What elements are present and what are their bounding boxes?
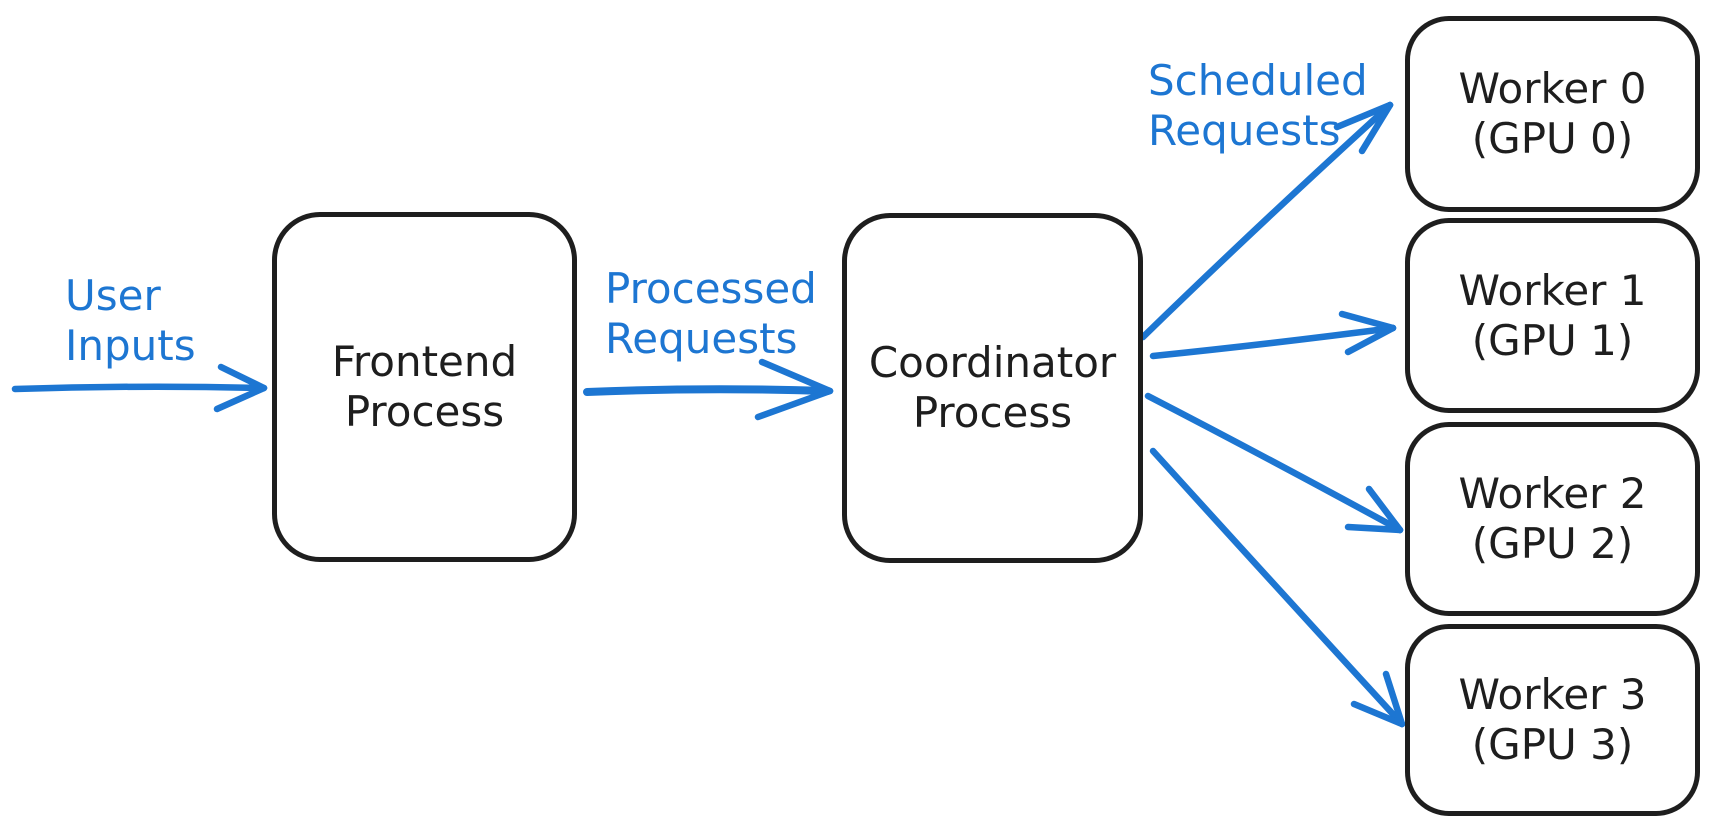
- scheduled-requests-label-line2: Requests: [1148, 106, 1341, 155]
- frontend-process-node: Frontend Process: [272, 212, 577, 562]
- worker-3-label-line1: Worker 3: [1458, 670, 1647, 719]
- worker-2-label-line1: Worker 2: [1458, 469, 1647, 518]
- scheduled-requests-arrow-worker0: [1139, 101, 1394, 341]
- worker-2-label-line2: (GPU 2): [1471, 519, 1634, 568]
- scheduled-requests-arrow-worker3: [1149, 447, 1406, 728]
- frontend-process-label-line2: Process: [344, 387, 505, 436]
- user-inputs-label-line1: User: [65, 271, 161, 320]
- scheduled-requests-label-line1: Scheduled: [1148, 56, 1368, 105]
- processed-requests-arrow: [583, 358, 834, 421]
- frontend-process-label-line1: Frontend: [331, 337, 518, 386]
- coordinator-process-label-line1: Coordinator: [868, 338, 1117, 387]
- worker-1-node: Worker 1 (GPU 1): [1405, 218, 1700, 413]
- worker-0-node: Worker 0 (GPU 0): [1405, 16, 1700, 212]
- scheduled-requests-arrow-worker1: [1149, 310, 1397, 360]
- worker-0-label-line1: Worker 0: [1458, 64, 1647, 113]
- worker-3-label-line2: (GPU 3): [1471, 720, 1634, 769]
- worker-1-label-line2: (GPU 1): [1471, 315, 1634, 365]
- scheduled-requests-arrow-worker2: [1144, 392, 1404, 534]
- worker-0-label-line2: (GPU 0): [1471, 114, 1634, 163]
- user-inputs-arrow: [11, 363, 268, 413]
- worker-1-label-line1: Worker 1: [1458, 265, 1647, 315]
- coordinator-process-node: Coordinator Process: [842, 213, 1143, 563]
- processed-requests-label-line1: Processed: [605, 264, 817, 313]
- user-inputs-label-line2: Inputs: [65, 321, 196, 370]
- coordinator-process-label-line2: Process: [912, 388, 1073, 437]
- worker-2-node: Worker 2 (GPU 2): [1405, 422, 1700, 616]
- scheduled-requests-label: Scheduled Requests: [1148, 56, 1368, 156]
- user-inputs-label: User Inputs: [65, 271, 196, 371]
- worker-3-node: Worker 3 (GPU 3): [1405, 624, 1700, 816]
- processed-requests-label-line2: Requests: [605, 314, 798, 363]
- processed-requests-label: Processed Requests: [605, 264, 817, 364]
